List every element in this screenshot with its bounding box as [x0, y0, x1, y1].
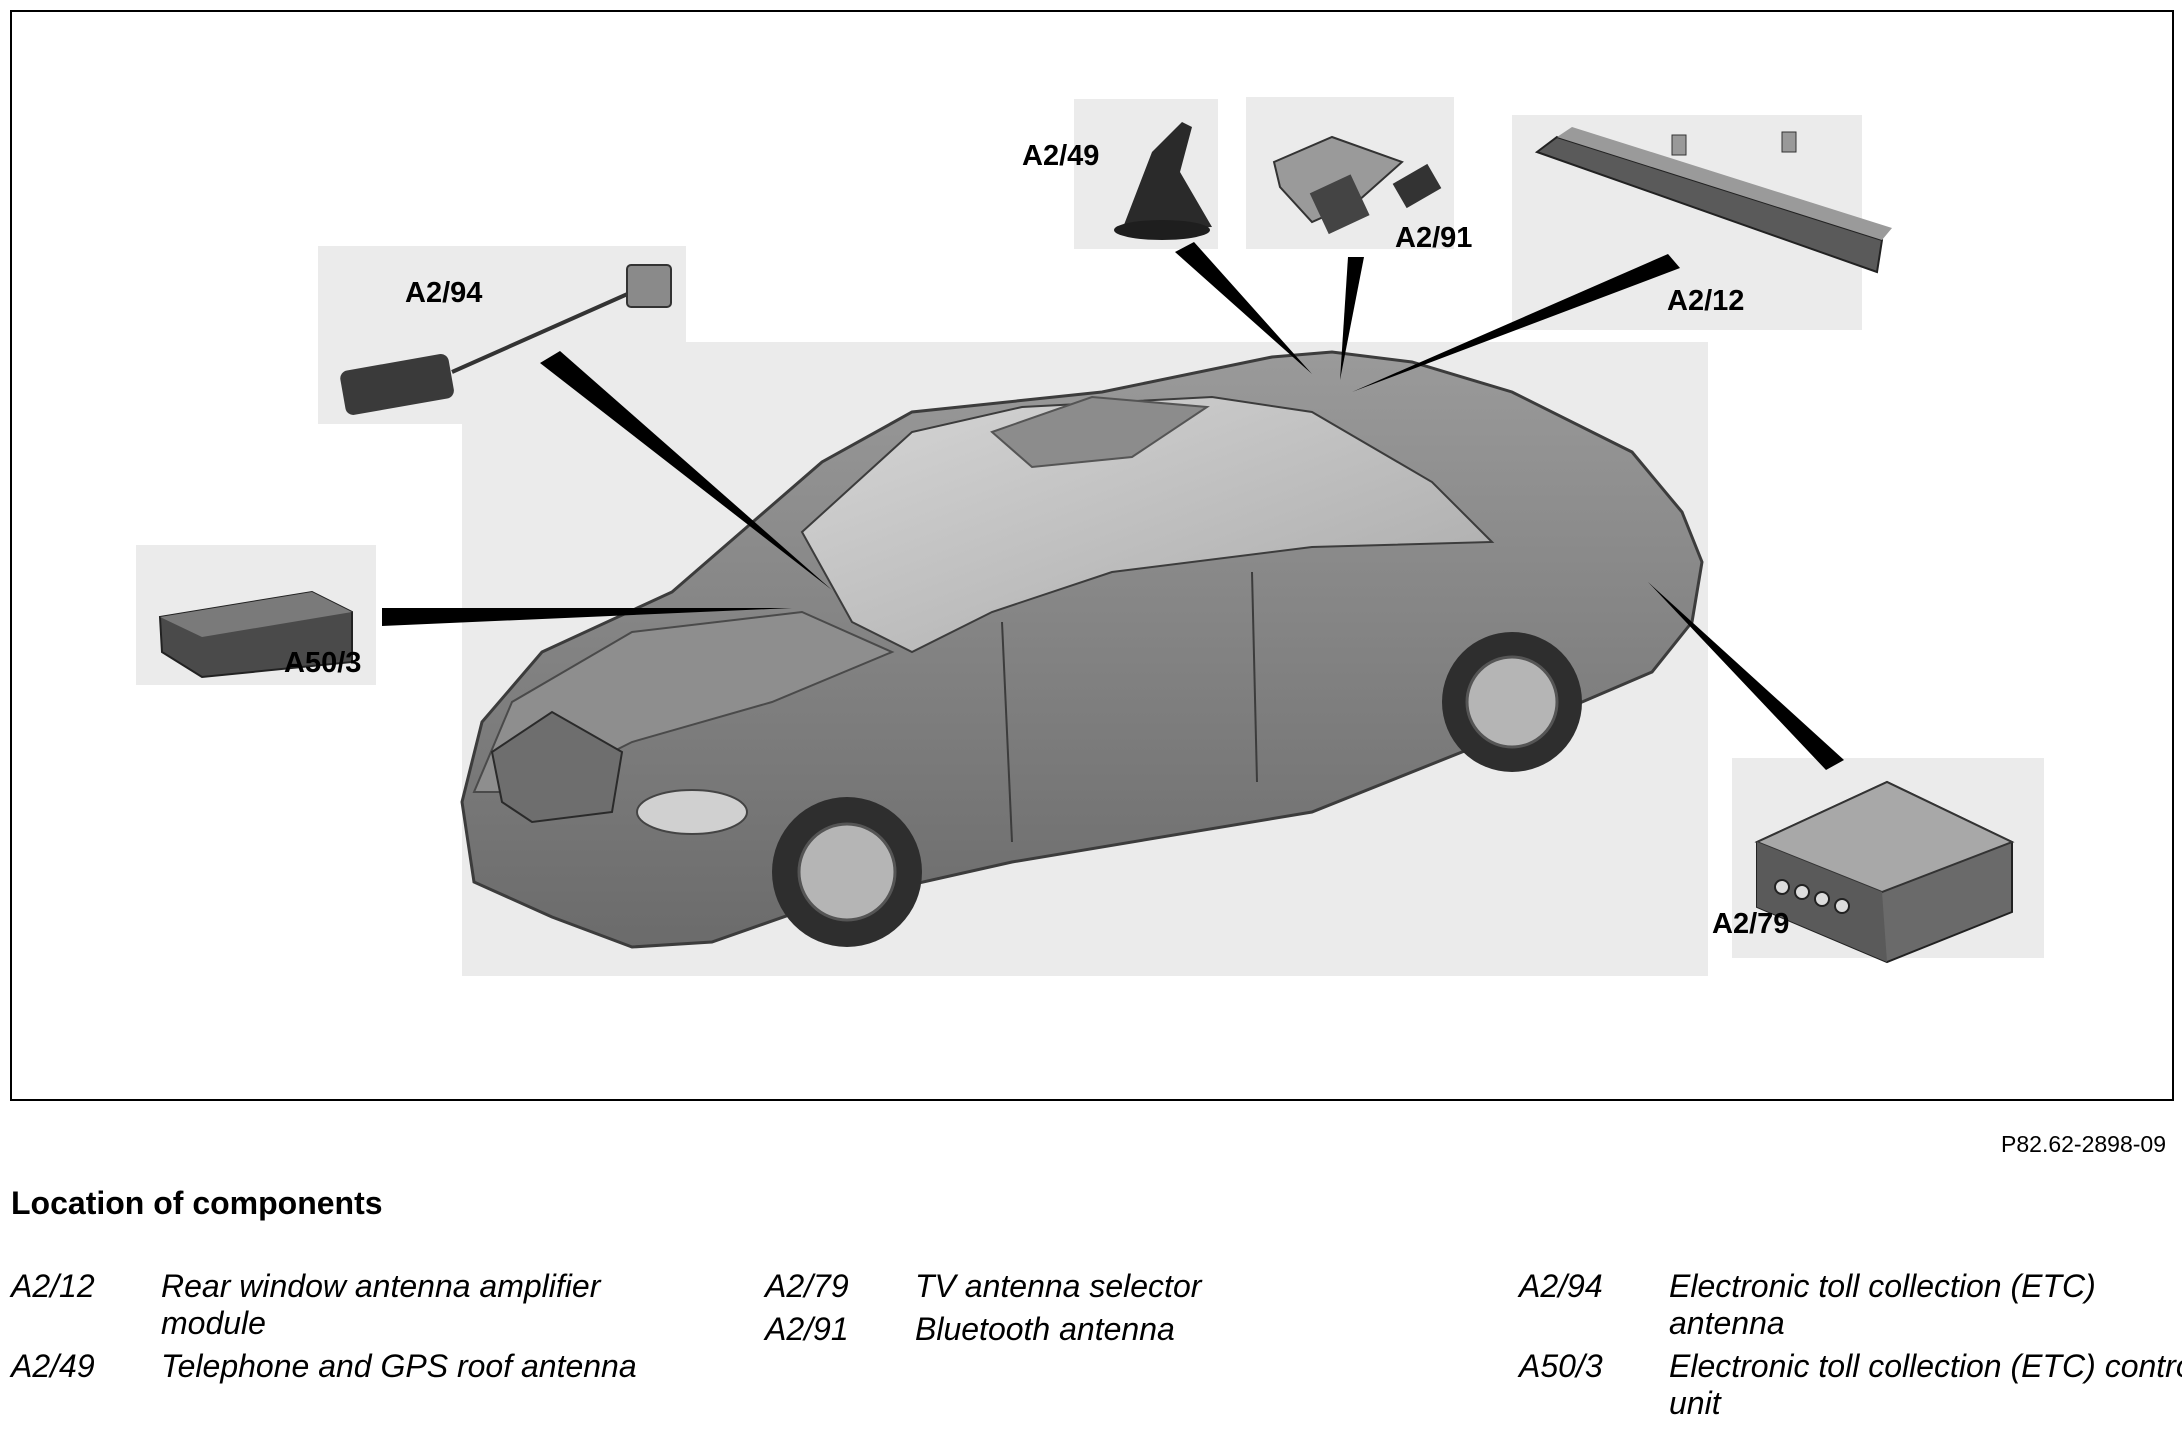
leader-a2-94	[540, 351, 832, 590]
legend-column-3: A2/94 Electronic toll collection (ETC) a…	[1519, 1268, 2182, 1428]
a2-94-etc-antenna-sketch	[340, 264, 672, 415]
figure-id: P82.62-2898-09	[2001, 1131, 2166, 1157]
callout-a2-49: A2/49	[1022, 140, 1100, 172]
callout-a2-91: A2/91	[1395, 222, 1473, 254]
component-location-illustration	[136, 97, 2044, 976]
headlight	[636, 789, 748, 835]
legend-code: A2/94	[1519, 1268, 1603, 1304]
car-grille	[490, 710, 624, 824]
legend-code: A2/49	[11, 1348, 95, 1384]
a2-12-amplifier-module-sketch	[1534, 127, 1892, 274]
legend-description: Rear window antenna amplifier module	[161, 1268, 601, 1341]
callout-a2-79: A2/79	[1712, 908, 1790, 940]
a2-91-bluetooth-antenna-sketch	[1272, 135, 1442, 235]
legend-description: Electronic toll collection (ETC) control…	[1669, 1348, 2182, 1421]
legend-code: A2/79	[765, 1268, 849, 1304]
legend-column-2: A2/79 TV antenna selector A2/91 Bluetoot…	[765, 1268, 1465, 1354]
legend-item: A2/12 Rear window antenna amplifier modu…	[11, 1268, 711, 1342]
callout-a2-94: A2/94	[405, 277, 483, 309]
legend-description: Electronic toll collection (ETC) antenna	[1669, 1268, 2096, 1341]
legend-item: A2/94 Electronic toll collection (ETC) a…	[1519, 1268, 2182, 1342]
a2-49-roof-antenna-sketch	[1114, 122, 1212, 240]
car-sunroof	[990, 395, 1210, 469]
legend-item: A50/3 Electronic toll collection (ETC) c…	[1519, 1348, 2182, 1422]
car-greenhouse	[800, 395, 1495, 654]
legend-item: A2/49 Telephone and GPS roof antenna	[11, 1348, 711, 1385]
a2-79-tv-antenna-selector-sketch	[1754, 780, 2015, 964]
legend-description: Telephone and GPS roof antenna	[161, 1348, 637, 1384]
section-title: Location of components	[11, 1185, 383, 1221]
legend-description: TV antenna selector	[915, 1268, 1202, 1304]
legend-code: A2/91	[765, 1311, 849, 1347]
legend-item: A2/91 Bluetooth antenna	[765, 1311, 1465, 1348]
diagram-frame: A2/94 A50/3 A2/49 A2/91 A2/12 A2/79	[10, 10, 2174, 1101]
leader-a2-49	[1175, 242, 1312, 374]
legend-description: Bluetooth antenna	[915, 1311, 1175, 1347]
a50-3-etc-control-unit-sketch	[158, 590, 353, 679]
leader-a2-79	[1648, 582, 1844, 770]
leader-a2-91	[1340, 257, 1364, 380]
car-illustration	[460, 350, 1704, 949]
leader-a2-12	[1352, 254, 1680, 392]
legend-item: A2/79 TV antenna selector	[765, 1268, 1465, 1305]
legend-code: A50/3	[1519, 1348, 1603, 1384]
callout-a2-12: A2/12	[1667, 285, 1745, 317]
callout-a50-3: A50/3	[284, 647, 362, 679]
leader-a50-3	[382, 608, 792, 626]
legend-code: A2/12	[11, 1268, 95, 1304]
legend-column-1: A2/12 Rear window antenna amplifier modu…	[11, 1268, 711, 1391]
